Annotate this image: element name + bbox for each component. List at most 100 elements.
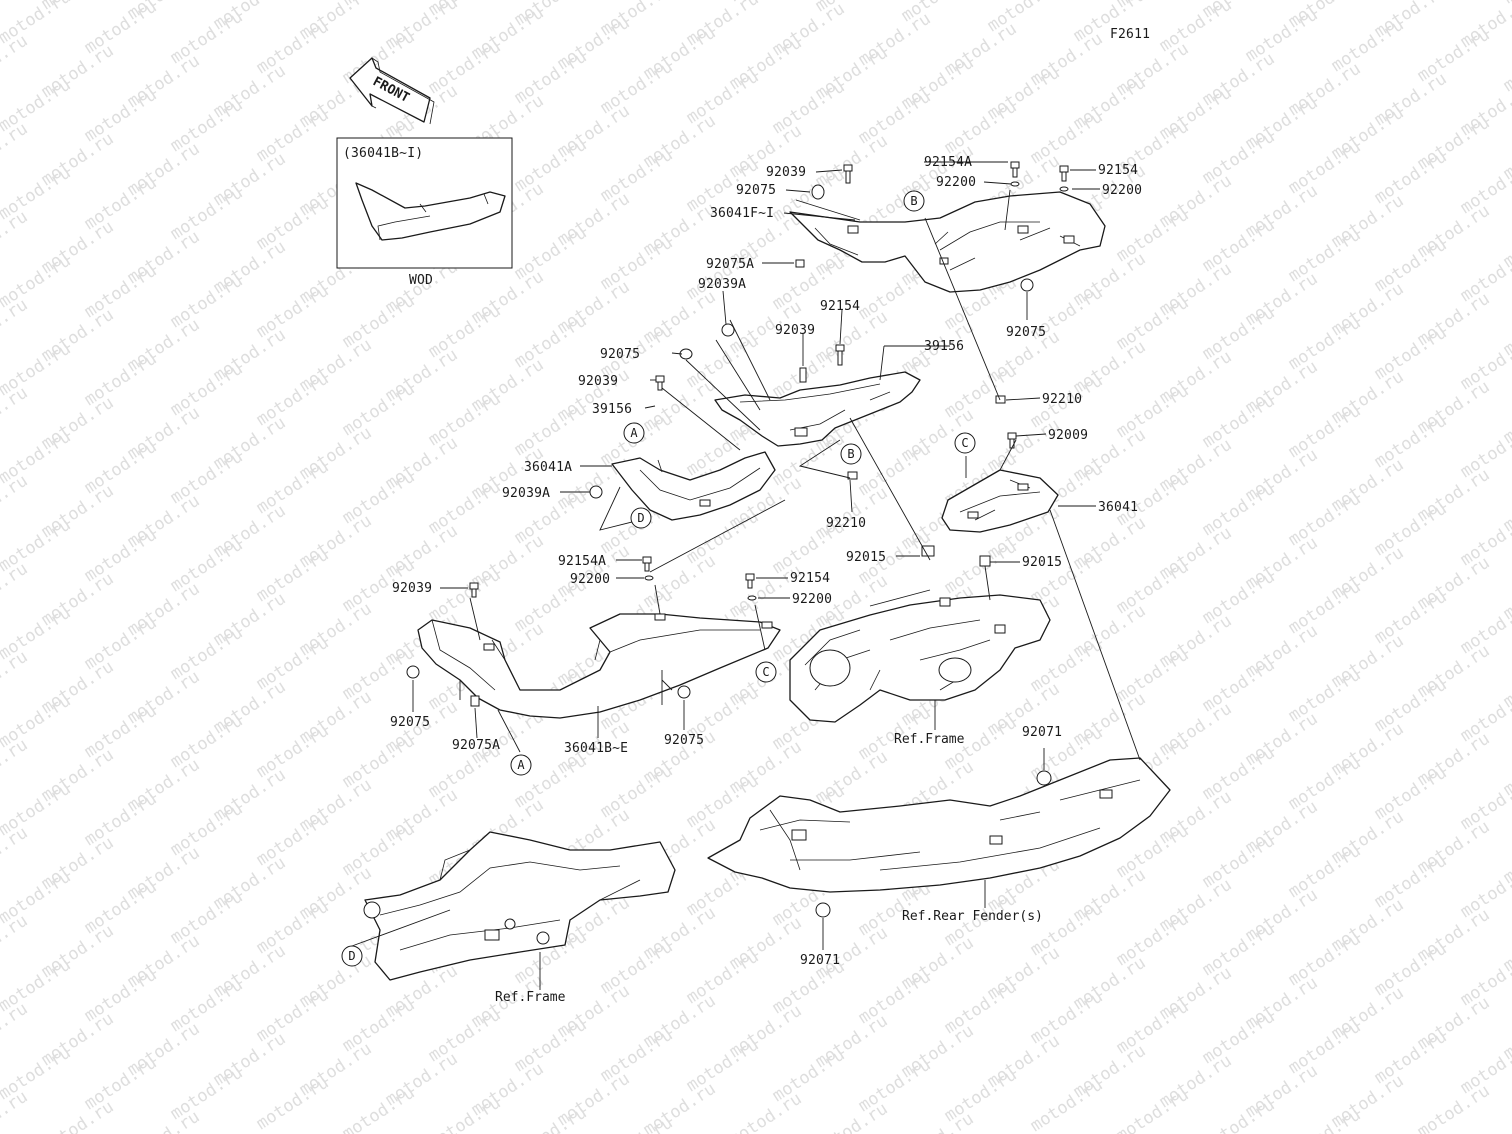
bolt-icon [843, 164, 853, 172]
grommet-icon [1020, 278, 1034, 292]
watermark-text: motod.ru [0, 647, 31, 708]
part-label: 39156 [592, 402, 632, 417]
grommet-icon [811, 184, 825, 200]
part-label: 92075 [600, 347, 640, 362]
part-label: 92039 [775, 323, 815, 338]
watermark-text: motod.ru [1414, 1081, 1494, 1134]
svg-text:D: D [637, 511, 644, 525]
upper-cowl-part [789, 191, 1106, 293]
part-label: 92039 [766, 165, 806, 180]
part-label: 36041 [1098, 500, 1138, 515]
part-label: 92200 [570, 572, 610, 587]
part-label: 92154 [790, 571, 830, 586]
watermark-text: motod.ru [597, 1113, 677, 1134]
part-label: 92154A [924, 155, 972, 170]
watermark-text: motod.ru [0, 559, 31, 620]
reference-labels: Ref.Frame Ref.Rear Fender(s) Ref.Frame [495, 732, 1043, 1005]
watermark-text: motod.ru [1027, 1075, 1107, 1134]
watermark-text: motod.ru [0, 119, 31, 180]
part-label: 39156 [924, 339, 964, 354]
part-label: 36041B~E [564, 741, 628, 756]
marker-a: A [623, 422, 645, 444]
watermark-text: motod.ru [1285, 1105, 1365, 1134]
watermark-text: motod.ru [0, 471, 31, 532]
marker-b: B [903, 190, 925, 212]
part-label: 92075 [390, 715, 430, 730]
part-label: 92071 [800, 953, 840, 968]
part-label: 92075A [706, 257, 754, 272]
watermark-text: motod.ru [124, 1107, 204, 1134]
part-label: 92154 [820, 299, 860, 314]
inset-box: (36041B~I) WOD [336, 137, 513, 288]
bolt-icon [1059, 165, 1069, 173]
leader-lines [351, 161, 1141, 990]
watermark-text: motod.ru [0, 31, 31, 92]
seat-cover-part [417, 613, 781, 719]
part-label: 92039 [392, 581, 432, 596]
watermark-text: motod.ru [726, 1089, 806, 1134]
part-label: 92200 [936, 175, 976, 190]
svg-text:C: C [961, 436, 968, 450]
part-label: 92071 [1022, 725, 1062, 740]
part-label: 36041A [524, 460, 572, 475]
front-arrow-icon: FRONT [349, 57, 435, 125]
svg-text:B: B [847, 447, 854, 461]
watermark-text: motod.ru [38, 1097, 118, 1134]
middle-bracket-part [714, 371, 921, 447]
marker-d: D [341, 945, 363, 967]
watermark-text: motod.ru [898, 1109, 978, 1134]
marker-b: B [840, 443, 862, 465]
svg-text:C: C [762, 665, 769, 679]
part-label: 92075 [736, 183, 776, 198]
part-label: 92075 [664, 733, 704, 748]
inset-title: (36041B~I) [343, 146, 423, 161]
watermark-text: motod.ru [0, 911, 31, 972]
part-label: 92154A [558, 554, 606, 569]
watermark-text: motod.ru [511, 1103, 591, 1134]
marker-d: D [630, 507, 652, 529]
part-label: 92200 [792, 592, 832, 607]
svg-text:A: A [630, 426, 638, 440]
part-label: 92015 [846, 550, 886, 565]
part-label: 92154 [1098, 163, 1138, 178]
ref-label: Ref.Frame [894, 732, 965, 747]
circle-markers: A A B B C C D D [341, 190, 976, 967]
ref-label: Ref.Rear Fender(s) [902, 909, 1043, 924]
rear-fender-part [707, 757, 1171, 893]
part-label: 92075A [452, 738, 500, 753]
part-label: 36041F~I [710, 206, 774, 221]
part-label: 92039A [698, 277, 746, 292]
part-label: 92039A [502, 486, 550, 501]
marker-a: A [510, 754, 532, 776]
svg-text:D: D [348, 949, 355, 963]
panel-36041A-part [611, 451, 776, 521]
marker-c: C [755, 661, 777, 683]
ref-label: Ref.Frame [495, 990, 566, 1005]
watermark-text: motod.ru [1500, 1091, 1512, 1134]
main-frame-part [363, 831, 676, 981]
watermark-text: motod.ru [0, 0, 31, 4]
watermark-text: motod.ru [1500, 35, 1512, 96]
part-label: 92200 [1102, 183, 1142, 198]
inset-cover-part [355, 182, 506, 241]
part-label: 92075 [1006, 325, 1046, 340]
diagram-code: F2611 [1110, 27, 1150, 42]
marker-c: C [954, 432, 976, 454]
watermark-text: motod.ru [0, 383, 31, 444]
part-label: 92210 [826, 516, 866, 531]
part-label: 92015 [1022, 555, 1062, 570]
watermark-text: motod.ru [812, 1099, 892, 1134]
watermark-text: motod.ru [0, 999, 31, 1060]
fasteners [406, 161, 1069, 918]
inset-caption: WOD [409, 273, 433, 288]
subframe-part [789, 594, 1051, 723]
watermark-text: motod.ru [425, 1093, 505, 1134]
svg-text:B: B [910, 194, 917, 208]
part-label: 92039 [578, 374, 618, 389]
watermark-text: motod.ru [1199, 1095, 1279, 1134]
tray-36041-part [941, 469, 1059, 533]
watermark-text: motod.ru [253, 1073, 333, 1134]
bolt-icon [1010, 161, 1020, 169]
